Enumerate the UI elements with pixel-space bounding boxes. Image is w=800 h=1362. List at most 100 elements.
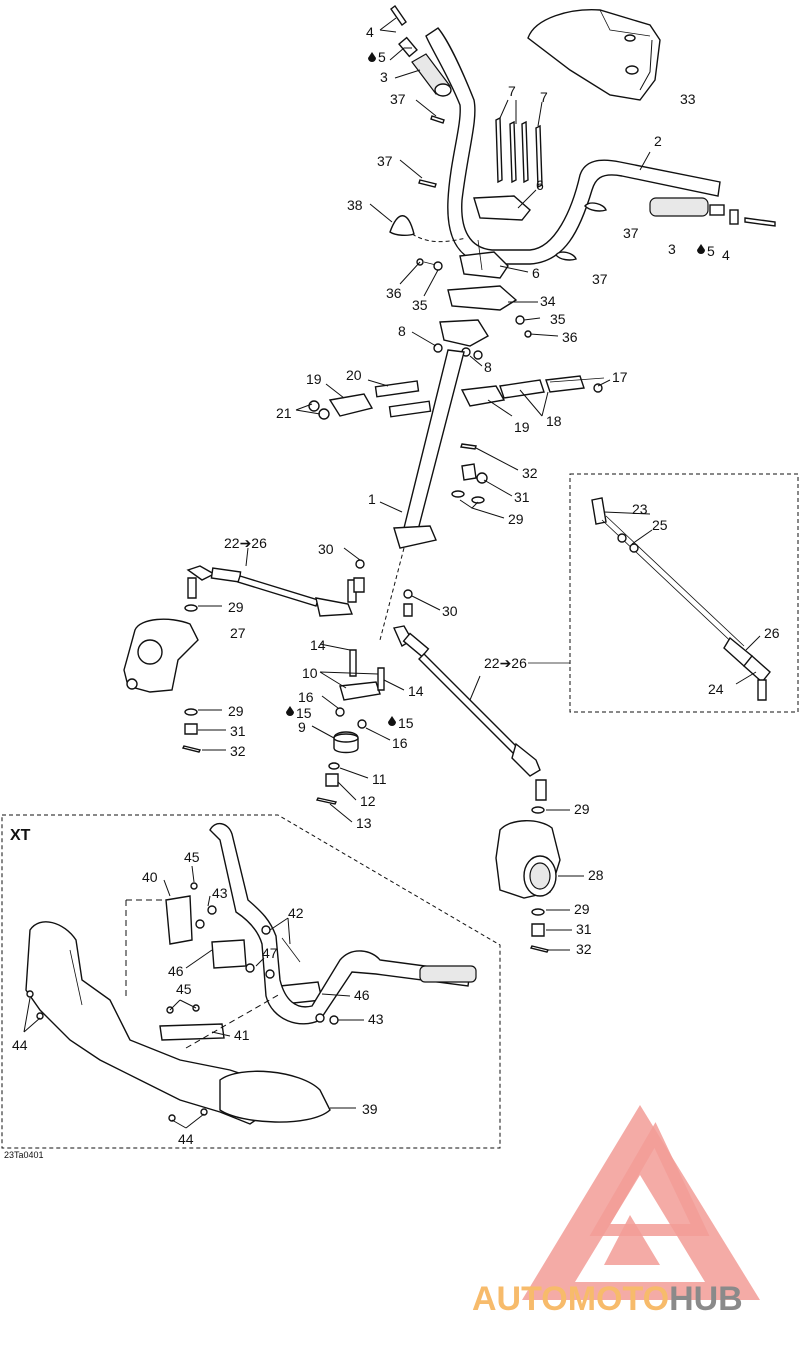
part-label-32: 32 [522,465,538,481]
part-label-19: 19 [514,419,530,435]
part-label-45: 45 [184,849,200,865]
steering-column-part [379,349,465,641]
part-label-6: 6 [532,265,540,281]
part-label-22-26: 22➔26 [484,655,527,671]
oil-drop-icon [388,716,396,726]
part-label-20: 20 [346,367,362,383]
part-label-17: 17 [612,369,628,385]
part-label-13: 13 [356,815,372,831]
part-label-7: 7 [508,83,516,99]
part-label-19: 19 [306,371,322,387]
part-label-41: 41 [234,1027,250,1043]
oil-drop-icon [368,52,376,62]
part-label-37: 37 [623,225,639,241]
part-label-31: 31 [576,921,592,937]
right-knuckle-part [495,820,561,899]
part-label-35: 35 [550,311,566,327]
part-label-16: 16 [392,735,408,751]
part-label-3: 3 [668,241,676,257]
left-end-screw-part [390,5,407,26]
part-label-11: 11 [372,771,387,787]
part-label-29: 29 [228,703,244,719]
automotohub-logo: AUTOMOTOHUB [472,1105,760,1318]
part-label-22-26: 22➔26 [224,535,267,551]
part-label-46: 46 [354,987,370,1003]
xt-handguard-part [25,823,477,1125]
part-label-14: 14 [310,637,326,653]
part-label-29: 29 [508,511,524,527]
part-label-5: 5 [378,49,386,65]
part-label-10: 10 [302,665,318,681]
part-label-39: 39 [362,1101,378,1117]
part-label-8: 8 [484,359,492,375]
part-label-7: 7 [540,89,548,105]
part-label-5: 5 [707,243,715,259]
part-label-34: 34 [540,293,556,309]
part-label-32: 32 [576,941,592,957]
part-label-27: 27 [230,625,246,641]
svg-text:AUTOMOTOHUB: AUTOMOTOHUB [472,1280,743,1318]
part-label-29: 29 [574,901,590,917]
left-knuckle-part [123,618,199,693]
part-label-31: 31 [514,489,530,505]
part-label-37: 37 [592,271,608,287]
part-label-24: 24 [708,681,724,697]
part-label-46: 46 [168,963,184,979]
part-label-42: 42 [288,905,304,921]
part-label-4: 4 [366,24,374,40]
part-label-33: 33 [680,91,696,107]
part-label-29: 29 [228,599,244,615]
part-label-45: 45 [176,981,192,997]
part-label-35: 35 [412,297,428,313]
tie-rod-detail-part [591,497,771,701]
part-label-14: 14 [408,683,424,699]
part-label-12: 12 [360,793,376,809]
part-label-3: 3 [380,69,388,85]
part-label-8: 8 [398,323,406,339]
drawing-code: 23Ta0401 [4,1150,44,1160]
right-tie-rod-part [393,625,547,801]
part-label-28: 28 [588,867,604,883]
part-label-36: 36 [562,329,578,345]
brand-name-auto: AUTOMOTO [472,1280,669,1318]
xt-title: XT [10,827,31,844]
part-label-44: 44 [12,1037,28,1053]
part-label-43: 43 [212,885,228,901]
part-label-32: 32 [230,743,246,759]
part-label-30: 30 [442,603,458,619]
part-label-15: 15 [398,715,414,731]
leader-lines [23,17,761,1129]
part-label-26: 26 [764,625,780,641]
left-grip-part [398,36,452,97]
brand-name-hub: HUB [669,1280,743,1318]
part-label-31: 31 [230,723,246,739]
part-label-6: 6 [536,177,544,193]
part-label-36: 36 [386,285,402,301]
right-grip-part [649,197,776,227]
part-label-2: 2 [654,133,662,149]
part-label-23: 23 [632,501,648,517]
part-label-47: 47 [262,945,278,961]
part-label-21: 21 [276,405,292,421]
part-label-15: 15 [296,705,312,721]
part-label-44: 44 [178,1131,194,1147]
part-label-37: 37 [390,91,406,107]
part-label-30: 30 [318,541,334,557]
part-label-40: 40 [142,869,158,885]
part-label-43: 43 [368,1011,384,1027]
part-label-16: 16 [298,689,314,705]
windshield-part [527,9,661,101]
oil-drop-icon [697,244,705,254]
part-label-37: 37 [377,153,393,169]
part-label-4: 4 [722,247,730,263]
part-label-38: 38 [347,197,363,213]
part-label-25: 25 [652,517,668,533]
left-tie-rod-part [186,565,357,617]
part-label-18: 18 [546,413,562,429]
part-label-29: 29 [574,801,590,817]
lower-bearing-part [333,649,385,754]
part-label-9: 9 [298,719,306,735]
oil-drop-icon [286,706,294,716]
part-label-1: 1 [368,491,376,507]
